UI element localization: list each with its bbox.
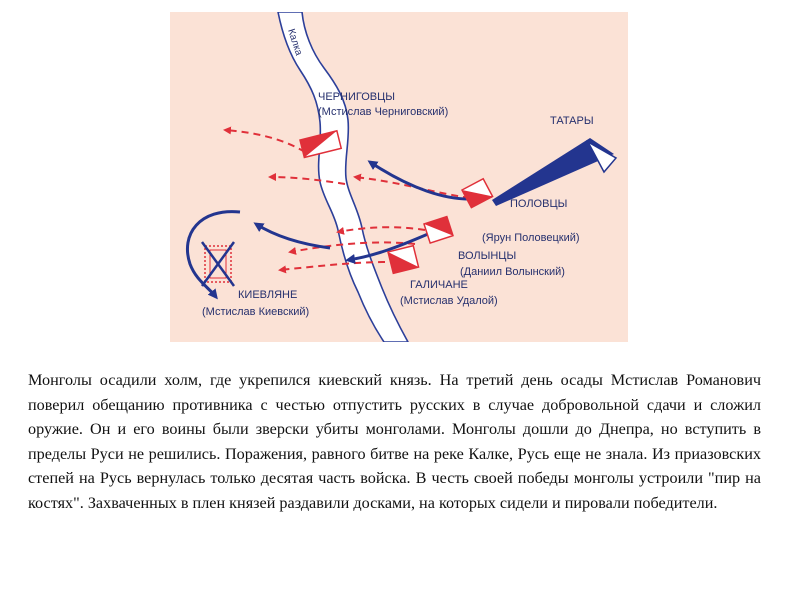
retreat-arrow: [288, 241, 416, 255]
retreat-arrow: [223, 126, 306, 153]
retreat-arrow: [336, 226, 426, 235]
galicia-flag: [387, 244, 420, 275]
unit-label-kiev: КИЕВЛЯНЕ: [238, 289, 297, 301]
unit-commander-polovtsy: (Ярун Половецкий): [482, 232, 580, 244]
unit-label-chernigov: ЧЕРНИГОВЦЫ: [318, 91, 395, 103]
kalka-river: [277, 12, 409, 342]
caption-text: Монголы осадили холм, где укрепился киев…: [28, 371, 761, 512]
unit-label-volhynia: ВОЛЫНЦЫ: [458, 250, 516, 262]
volhynia-flag: [423, 215, 454, 244]
attack-arrow: [253, 222, 331, 250]
kiev-camp-icon: [200, 241, 236, 287]
retreat-arrow: [278, 261, 386, 274]
unit-label-galicia: ГАЛИЧАНЕ: [410, 279, 468, 291]
tatar-wedge: [492, 138, 614, 206]
attack-arrow: [185, 210, 241, 300]
unit-commander-chernigov: (Мстислав Черниговский): [318, 106, 448, 118]
battle-map: Калка: [170, 12, 628, 342]
polovtsy-flag: [460, 177, 494, 209]
unit-commander-kiev: (Мстислав Киевский): [202, 306, 309, 318]
unit-commander-galicia: (Мстислав Удалой): [400, 295, 498, 307]
retreat-arrow: [268, 173, 346, 185]
chernigov-flag: [299, 129, 343, 159]
retreat-arrow: [353, 173, 471, 199]
tatar-flag: [586, 140, 618, 174]
russian-retreat-arrows: [223, 126, 471, 274]
attack-arrow: [345, 232, 429, 264]
unit-commander-volhynia: (Даниил Волынский): [460, 266, 565, 278]
unit-flags: [299, 129, 494, 275]
unit-label-polovtsy: ПОЛОВЦЫ: [510, 198, 567, 210]
unit-label-tatars: ТАТАРЫ: [550, 115, 594, 127]
